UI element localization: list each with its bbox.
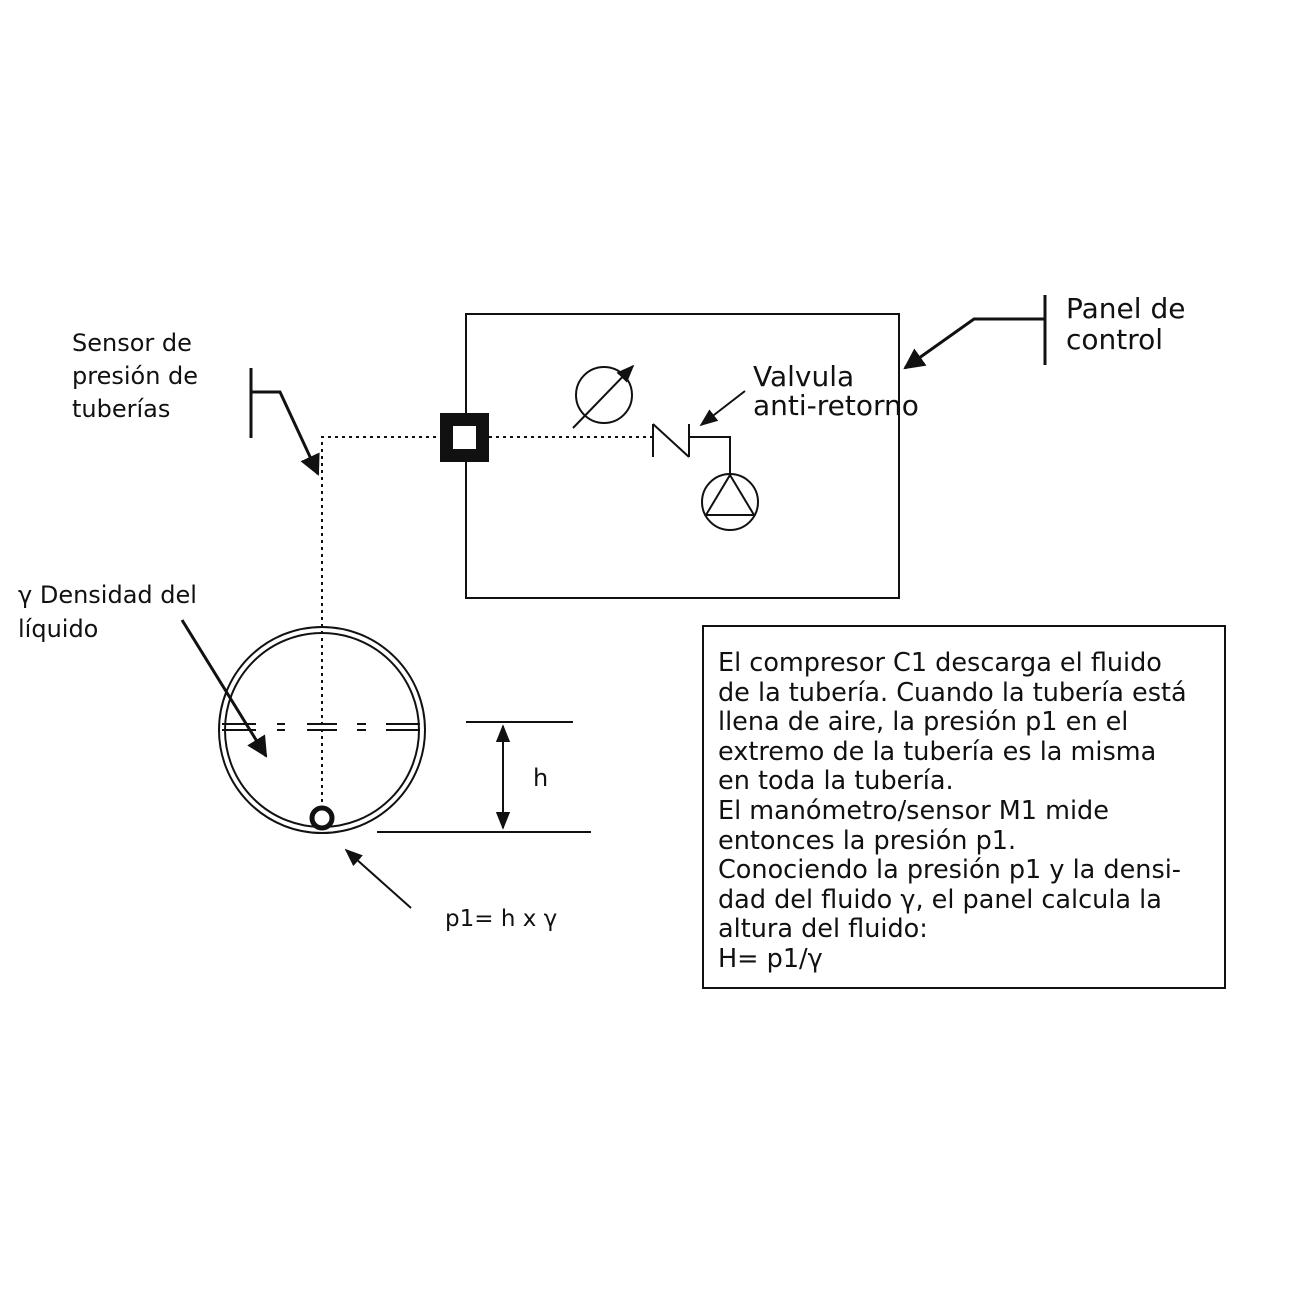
formula-leader <box>344 848 412 909</box>
sensor-label-line: presión de <box>72 362 199 390</box>
sensor-label-line: tuberías <box>72 395 171 423</box>
explanation-line: H= p1/γ <box>718 943 823 974</box>
height-dimension <box>377 721 591 833</box>
sensor-label-line: Sensor de <box>72 329 192 357</box>
valve-label: Valvula anti-retorno <box>753 362 919 420</box>
compressor-icon <box>701 473 759 531</box>
explanation-line: El compresor C1 descarga el fluido <box>718 648 1162 678</box>
explanation-line: en toda la tubería. <box>718 766 954 797</box>
explanation-line: altura del fluido: <box>718 914 928 945</box>
explanation-box: El compresor C1 descarga el fluido de la… <box>702 625 1226 989</box>
check-valve-icon <box>652 423 731 475</box>
density-label: γ Densidad del líquido <box>18 578 197 646</box>
panel-leader <box>903 295 1047 370</box>
panel-label-line: control <box>1066 323 1164 356</box>
height-label: h <box>533 764 549 792</box>
panel-label: Panel de control <box>1066 293 1185 355</box>
bottom-sensor-ring <box>309 805 335 831</box>
sensor-label: Sensor de presión de tuberías <box>72 327 198 426</box>
control-panel-box <box>465 313 900 599</box>
pipe-line-dotted <box>321 436 652 816</box>
explanation-line: de la tubería. Cuando la tubería está <box>718 677 1187 708</box>
explanation-line: llena de aire, la presión p1 en el <box>718 707 1129 738</box>
formula-label: p1= h x γ <box>445 906 558 932</box>
valve-label-line: anti-retorno <box>753 389 919 422</box>
valve-leader <box>699 390 746 427</box>
density-label-line: líquido <box>18 615 99 643</box>
explanation-line: entonces la presión p1. <box>718 825 1017 856</box>
explanation-line: dad del fluido γ, el panel calcula la <box>718 884 1162 915</box>
explanation-line: Conociendo la presión p1 y la densi- <box>718 855 1182 886</box>
explanation-line: El manómetro/sensor M1 mide <box>718 795 1109 826</box>
pressure-sensor-square <box>440 413 489 462</box>
liquid-level-marks <box>222 723 420 731</box>
sensor-leader <box>249 368 320 476</box>
explanation-line: extremo de la tubería es la misma <box>718 736 1157 767</box>
density-leader <box>180 619 268 758</box>
gauge-icon <box>572 364 635 429</box>
valve-label-line: Valvula <box>753 360 855 393</box>
density-label-line: γ Densidad del <box>18 581 197 609</box>
panel-label-line: Panel de <box>1066 292 1186 325</box>
